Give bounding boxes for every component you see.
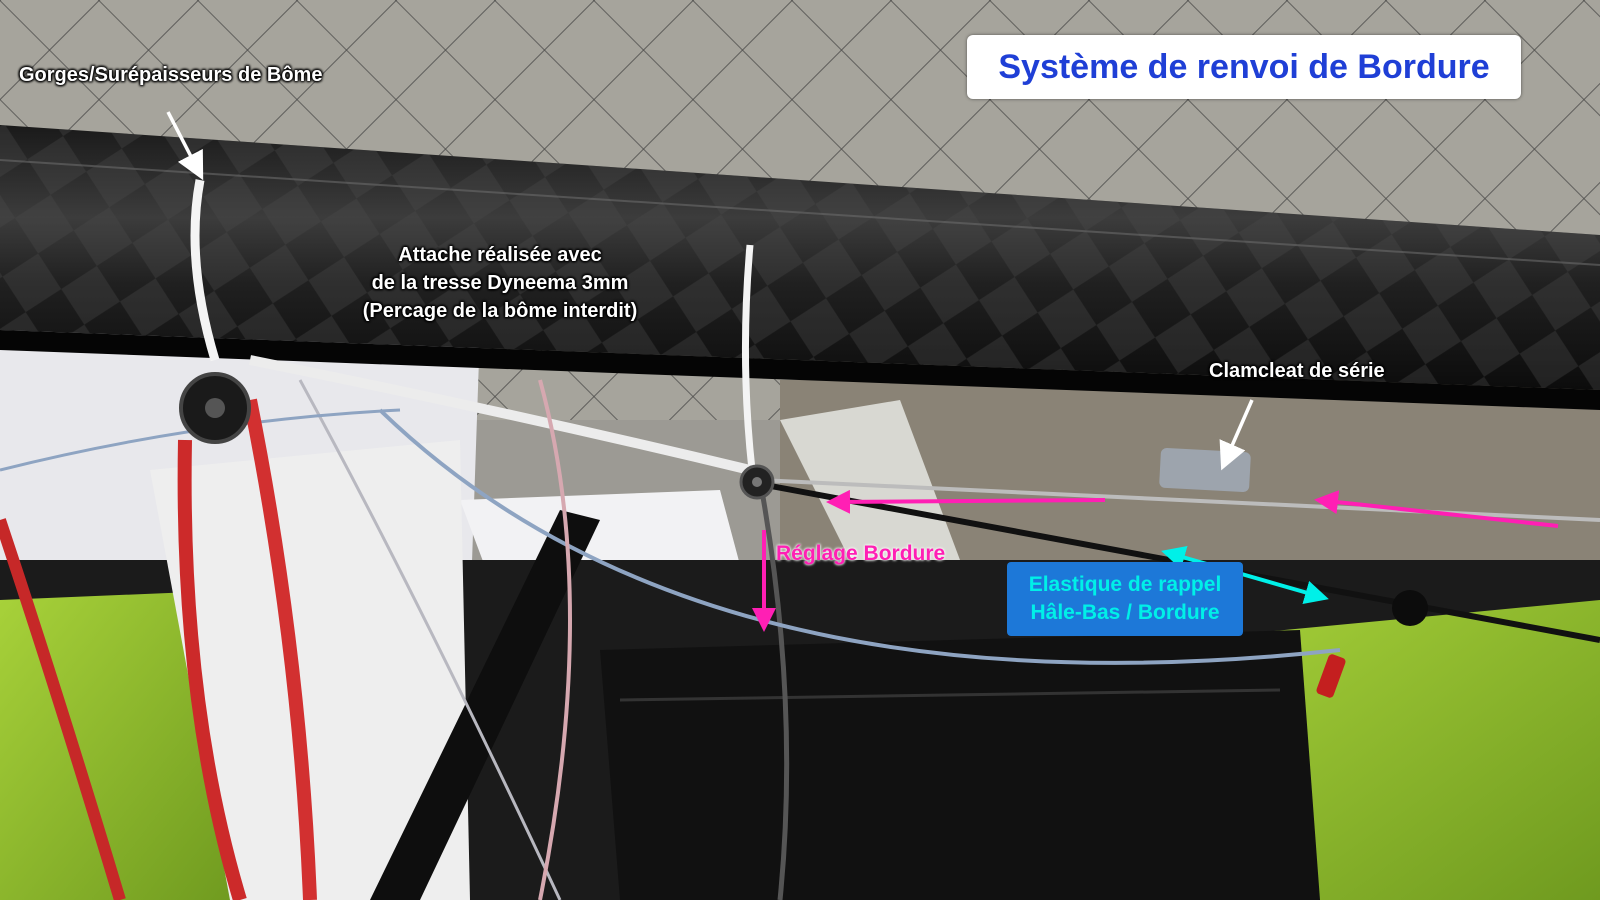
arrow-pink-right [1314,490,1559,528]
label-attache-line3: (Percage de la bôme interdit) [362,300,638,322]
label-attache-line1: Attache réalisée avec [398,244,602,266]
label-attache: Attache réalisée avec de la tresse Dynee… [320,241,680,325]
arrow-gorges [166,111,204,181]
label-gorges: Gorges/Surépaisseurs de Bôme [19,64,323,86]
title-text: Système de renvoi de Bordure [998,47,1490,86]
label-clamcleat: Clamcleat de série [1209,360,1385,382]
label-elastique-line2: Hâle-Bas / Bordure [1030,601,1220,624]
label-elastique-line1: Elastique de rappel [1028,573,1222,596]
title-box: Système de renvoi de Bordure [967,35,1521,99]
arrow-clamcleat [1219,399,1254,471]
label-elastique-box: Elastique de rappel Hâle-Bas / Bordure [1007,562,1243,636]
label-attache-line2: de la tresse Dyneema 3mm [371,272,629,294]
arrow-pink-left [826,489,1106,514]
arrow-cyan-double [1161,545,1329,605]
label-reglage: Réglage Bordure [776,542,946,565]
